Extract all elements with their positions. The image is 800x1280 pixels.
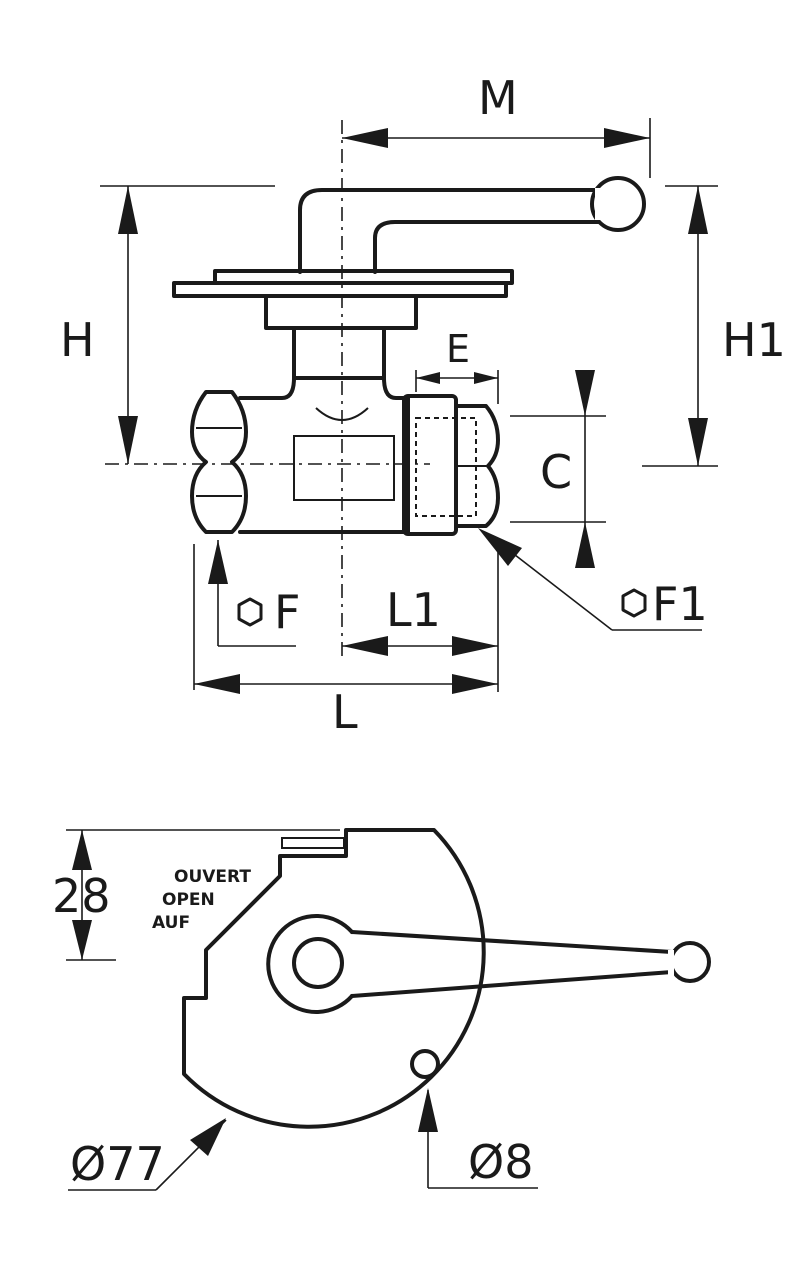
dim-label-L1: L1 (386, 583, 441, 637)
dim-label-body-diameter: Ø77 (70, 1137, 165, 1191)
right-hex-collar (402, 394, 458, 536)
valve-body-outline (182, 828, 486, 1129)
left-hex-end (190, 390, 248, 534)
hex-F-icon (237, 597, 263, 627)
valve-body (238, 376, 410, 534)
dim-label-C: C (540, 445, 572, 499)
stem-nut (264, 294, 418, 330)
dim-label-hole-diameter: Ø8 (468, 1135, 533, 1189)
ball-bore (293, 435, 395, 501)
dim-label-M: M (478, 71, 518, 125)
top-handle-pivot (292, 937, 344, 989)
stem-neck (292, 326, 386, 380)
hex-F1-icon (621, 588, 647, 618)
dim-label-E: E (446, 327, 470, 371)
stop-tab (281, 837, 345, 849)
handle-lever-lower (373, 220, 600, 274)
top-handle-knob (669, 941, 711, 983)
dim-label-H: H (60, 313, 95, 367)
top-handle-hub (266, 914, 354, 1014)
dim-label-H1: H1 (722, 313, 786, 367)
mounting-hole (410, 1049, 440, 1079)
dim-label-F: F (274, 585, 300, 639)
plate-text-auf: AUF (152, 913, 190, 933)
dim-label-L: L (332, 685, 358, 739)
right-thread-hidden (415, 417, 477, 517)
top-handle-arm (350, 930, 674, 998)
plate-text-ouvert: OUVERT (174, 867, 251, 887)
plate-text-open: OPEN (162, 890, 215, 910)
ball-seat-curve (315, 407, 369, 421)
dim-label-28: 28 (52, 869, 111, 923)
dim-label-F1: F1 (652, 577, 708, 631)
handle-knob (590, 176, 646, 232)
top-view: 28 OUVERT OPEN AUF Ø77 Ø8 (52, 828, 711, 1191)
handle-lever-upper (298, 188, 600, 274)
side-view: M H H1 E C F (60, 71, 786, 739)
